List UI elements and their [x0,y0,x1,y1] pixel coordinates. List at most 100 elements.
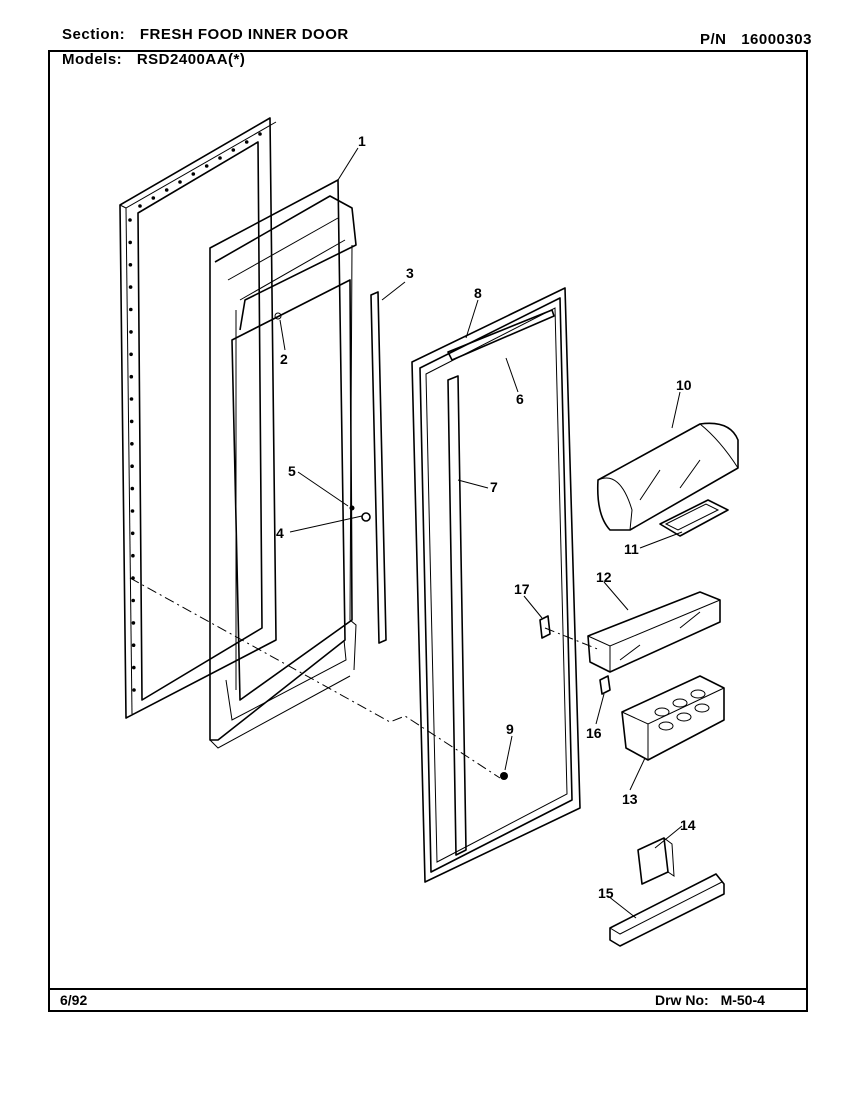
frame-hole [129,419,134,424]
frame-hole [130,486,135,491]
callout-3: 3 [406,265,414,281]
leader-12 [603,581,629,611]
callout-4: 4 [276,525,284,541]
egg-cup [690,689,706,699]
leader-14 [654,825,683,849]
leader-17 [523,595,543,619]
leader-10 [671,391,681,429]
callout-1: 1 [358,133,366,149]
callout-15: 15 [598,885,614,901]
drawing-number-value: M-50-4 [720,992,765,1008]
footer-divider [48,988,808,990]
frame-hole [132,688,136,692]
frame-hole [129,374,134,379]
frame-hole [130,442,134,446]
egg-tray [621,675,725,761]
frame-hole [130,464,134,469]
shelf-retainer-bar [609,873,725,947]
models-value: RSD2400AA(*) [136,51,246,68]
leader-6 [505,357,519,393]
frame-hole [131,598,135,603]
callout-16: 16 [586,725,602,741]
frame-hole [128,263,133,267]
frame-hole [258,132,262,136]
plug-9 [500,772,508,780]
frame-hole [231,148,236,152]
drawing-number: Drw No: M-50-4 [655,992,765,1008]
part-number-value: 16000303 [741,31,812,48]
leader-2 [279,319,286,351]
callout-6: 6 [516,391,524,407]
callout-8: 8 [474,285,482,301]
frame-hole [129,307,133,312]
egg-cup [658,721,674,731]
frame-hole [132,665,136,670]
frame-hole [138,204,142,208]
frame-hole [244,140,249,144]
callout-5: 5 [288,463,296,479]
frame-hole [128,285,133,289]
models-label: Models: [62,51,123,68]
section-label: Section: [62,26,126,43]
alignment-line-right [544,627,601,651]
frame-hole [191,172,196,176]
frame-hole [131,553,135,558]
frame-hole [218,156,222,160]
part-number: P/N 16000303 [700,31,812,48]
drawing-frame [48,50,808,1012]
frame-hole [128,218,132,222]
models-heading: Models: RSD2400AA(*) [62,51,245,68]
door-shelf-bin [587,591,721,673]
callout-14: 14 [680,817,696,833]
screw-5 [349,505,355,511]
callout-10: 10 [676,377,692,393]
callout-13: 13 [622,791,638,807]
egg-cup [672,698,688,708]
leader-13 [629,757,646,791]
screw-2 [274,312,282,320]
bin-clip [599,675,611,695]
section-heading: Section: FRESH FOOD INNER DOOR [62,26,349,43]
grommet-4 [361,512,371,522]
frame-hole [129,330,133,334]
callout-17: 17 [514,581,530,597]
alignment-line [129,577,501,779]
leader-3 [381,281,406,301]
frame-hole [130,531,135,536]
leader-4 [289,515,363,533]
inner-door-liner [209,179,357,749]
callout-7: 7 [490,479,498,495]
footer-date: 6/92 [60,992,88,1008]
bar-bracket [637,837,675,885]
dairy-tray [659,499,729,537]
leader-9 [504,735,513,771]
drawing-number-label: Drw No: [655,992,709,1008]
vertical-trim-strip [370,291,387,644]
leader-8 [465,299,479,339]
stop-17 [539,615,551,639]
frame-hole [128,240,132,245]
dairy-compartment-door [596,422,739,531]
door-gasket-frame [119,117,277,719]
leader-7 [457,479,489,489]
egg-cup [694,703,710,713]
frame-hole [131,643,136,647]
frame-hole [204,164,209,168]
leader-11 [639,531,683,549]
egg-cup [654,707,670,717]
frame-hole [130,509,135,513]
callout-9: 9 [506,721,514,737]
callout-2: 2 [280,351,288,367]
door-panel [411,287,581,883]
frame-hole [164,188,169,192]
frame-hole [151,196,156,200]
frame-hole [178,180,182,184]
leader-16 [595,693,605,725]
part-number-label: P/N [700,31,727,48]
frame-hole [131,621,136,625]
section-value: FRESH FOOD INNER DOOR [139,26,349,43]
callout-11: 11 [624,541,639,557]
leader-1 [337,147,359,181]
callout-12: 12 [596,569,612,585]
